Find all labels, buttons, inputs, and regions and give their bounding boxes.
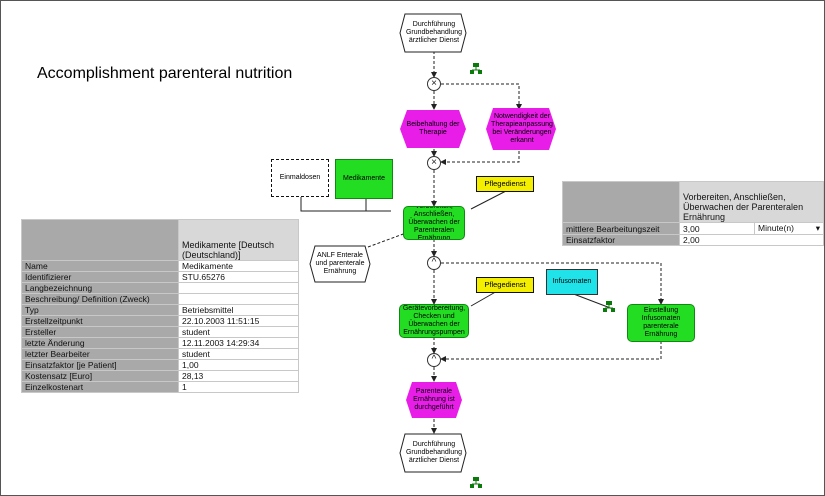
resource-infusion-pump[interactable]: Infusomaten	[546, 269, 598, 295]
table-cell-value[interactable]: Medikamente	[178, 260, 299, 272]
table-row: Beschreibung/ Definition (Zweck)	[21, 293, 299, 305]
table-cell-value[interactable]: student	[178, 326, 299, 338]
event-start[interactable]: Durchführung Grundbehandlung ärztlicher …	[405, 21, 463, 44]
event-shape-bottom	[399, 433, 467, 473]
role-nursing-2[interactable]: Pflegedienst	[476, 277, 534, 293]
event-shape-done	[406, 382, 462, 418]
table-cell-value[interactable]: 1,00	[178, 359, 299, 371]
document-doses[interactable]: Einmaldosen	[271, 159, 329, 197]
table-cell-value[interactable]: 2,00	[679, 234, 824, 246]
and-connector[interactable]: ^	[427, 256, 441, 270]
table-header-value: Vorbereiten, Anschließen, Überwachen der…	[679, 181, 824, 223]
table-cell-value[interactable]: 3,00	[679, 222, 755, 235]
table-cell-value[interactable]	[178, 282, 299, 294]
table-cell-key: Typ	[21, 304, 179, 316]
unit-select-label: Minute(n)	[758, 223, 794, 234]
org-unit-icon	[470, 477, 482, 488]
table-cell-value[interactable]: 1	[178, 381, 299, 393]
table-cell-key: Langbezeichnung	[21, 282, 179, 294]
table-header-key	[562, 181, 680, 223]
attribute-table-function: Vorbereiten, Anschließen, Überwachen der…	[562, 181, 824, 246]
event-shape-infusion	[309, 245, 371, 283]
table-cell-value[interactable]: 28,13	[178, 370, 299, 382]
table-cell-key: Ersteller	[21, 326, 179, 338]
table-cell-key: Beschreibung/ Definition (Zweck)	[21, 293, 179, 305]
table-cell-value[interactable]: STU.65276	[178, 271, 299, 283]
table-cell-key: Einsatzfaktor [je Patient]	[21, 359, 179, 371]
table-cell-value[interactable]: 22.10.2003 11:51:15	[178, 315, 299, 327]
table-header-key	[21, 219, 179, 261]
table-cell-key: Einzelkostenart	[21, 381, 179, 393]
table-cell-key: Identifizierer	[21, 271, 179, 283]
event-nutrition-done[interactable]: Parenterale Ernährung ist durchgeführt	[413, 388, 455, 411]
table-cell-value[interactable]: student	[178, 348, 299, 360]
unit-select[interactable]: Minute(n) ▾	[754, 222, 824, 235]
table-row: mittlere Bearbeitungszeit 3,00 Minute(n)…	[562, 222, 824, 235]
function-infusion-adjust[interactable]: Einstellung Infusomaten parenterale Ernä…	[627, 304, 695, 342]
event-shape-adjust	[486, 108, 556, 150]
table-cell-key: mittlere Bearbeitungszeit	[562, 222, 680, 235]
xor-connector[interactable]: ×	[427, 156, 441, 170]
function-device-prep[interactable]: Gerätevorbereitung, Checken und Überwach…	[399, 304, 469, 338]
event-keep-therapy[interactable]: Beibehaltung der Therapie	[406, 121, 460, 136]
table-row: Einsatzfaktor [je Patient]1,00	[21, 359, 299, 371]
event-shape-keep	[400, 110, 466, 148]
table-row: Langbezeichnung	[21, 282, 299, 294]
attribute-table-medication: Medikamente [Deutsch (Deutschland)] Name…	[21, 219, 299, 393]
event-end[interactable]: Durchführung Grundbehandlung ärztlicher …	[405, 441, 463, 464]
table-row: Kostensatz [Euro]28,13	[21, 370, 299, 382]
function-prepare[interactable]: Vorbereiten, Anschließen, Überwachen der…	[403, 206, 465, 240]
table-cell-key: Name	[21, 260, 179, 272]
chevron-down-icon[interactable]: ▾	[815, 223, 820, 234]
resource-medication[interactable]: Medikamente	[335, 159, 393, 199]
role-nursing-1[interactable]: Pflegedienst	[476, 176, 534, 192]
table-cell-value[interactable]: Betriebsmittel	[178, 304, 299, 316]
and-connector[interactable]: ^	[427, 353, 441, 367]
event-infusion[interactable]: ANLF Enterale und parenterale Ernährung	[315, 252, 365, 275]
event-shape-top	[399, 13, 467, 53]
table-cell-value[interactable]	[178, 293, 299, 305]
table-cell-key: Erstellzeitpunkt	[21, 315, 179, 327]
xor-connector[interactable]: ×	[427, 77, 441, 91]
table-cell-key: Einsatzfaktor	[562, 234, 680, 246]
table-row: Einsatzfaktor 2,00	[562, 234, 824, 246]
org-unit-icon	[470, 63, 482, 74]
table-cell-key: letzter Bearbeiter	[21, 348, 179, 360]
event-therapy-adjust[interactable]: Notwendigkeit der Therapieanpassung bei …	[491, 113, 553, 144]
slide-title: Accomplishment parenteral nutrition	[37, 65, 293, 82]
org-unit-icon	[603, 301, 615, 312]
table-cell-value[interactable]: 12.11.2003 14:29:34	[178, 337, 299, 349]
table-cell-key: letzte Änderung	[21, 337, 179, 349]
table-cell-key: Kostensatz [Euro]	[21, 370, 179, 382]
table-header-value: Medikamente [Deutsch (Deutschland)]	[178, 219, 299, 261]
